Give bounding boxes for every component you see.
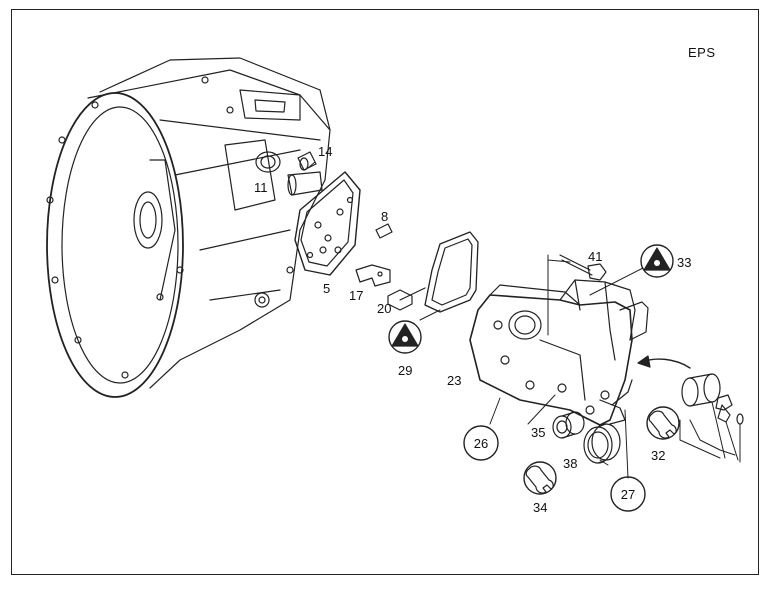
gear-38 xyxy=(583,423,621,464)
callout-20: 20 xyxy=(377,301,392,316)
pin-14 xyxy=(297,151,317,171)
pin-8 xyxy=(375,223,393,239)
wrench-symbol-34 xyxy=(523,461,557,495)
callout-41: 41 xyxy=(588,249,603,264)
callout-29: 29 xyxy=(398,363,413,378)
callout-38: 38 xyxy=(563,456,578,471)
callout-circle-26 xyxy=(463,425,499,461)
circled-callout-27: 27 xyxy=(620,487,636,502)
callout-8: 8 xyxy=(381,209,389,224)
bearing-35 xyxy=(552,411,585,439)
bolt-20 xyxy=(387,287,426,311)
callout-11: 11 xyxy=(254,180,268,195)
gasket-outline xyxy=(424,231,479,313)
sleeve-32 xyxy=(681,373,744,425)
bracket-17 xyxy=(355,264,391,287)
callout-33: 33 xyxy=(677,255,692,270)
callout-5: 5 xyxy=(323,281,331,296)
callout-32: 32 xyxy=(651,448,666,463)
transmission-housing xyxy=(46,57,331,398)
callout-34: 34 xyxy=(533,500,548,515)
circled-callout-26: 26 xyxy=(473,436,489,451)
cover-plate-5 xyxy=(287,171,361,276)
triangle-symbol-33 xyxy=(640,244,674,278)
pump-housing-23 xyxy=(469,279,649,426)
leader-lines xyxy=(307,161,741,479)
system-code-label: EPS xyxy=(688,45,716,60)
callout-35: 35 xyxy=(531,425,546,440)
callout-14: 14 xyxy=(318,144,333,159)
callout-circle-27 xyxy=(610,476,646,512)
assembly-arrow xyxy=(637,355,691,369)
wrench-symbol-32 xyxy=(646,406,680,440)
diagram-frame xyxy=(11,9,759,575)
triangle-symbol-29 xyxy=(388,320,422,354)
callout-23: 23 xyxy=(447,373,462,388)
bolt-41 xyxy=(559,254,607,281)
callout-17: 17 xyxy=(349,288,364,303)
